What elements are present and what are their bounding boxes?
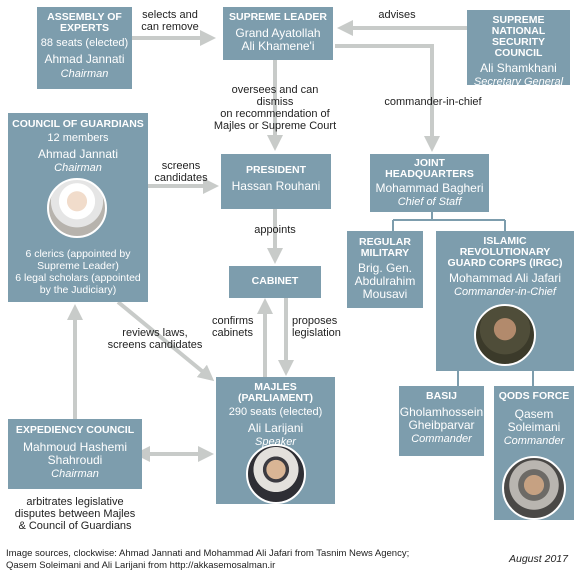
expediency-chairman-name: Mahmoud Hashemi Shahroudi (22, 440, 128, 467)
label-screens: screens candidates (154, 160, 208, 184)
expediency-council-box: EXPEDIENCY COUNCIL Mahmoud Hashemi Shahr… (8, 419, 142, 489)
military-commander-name: Brig. Gen. Abdulrahim Mousavi (354, 261, 416, 301)
expediency-role: Chairman (51, 468, 99, 480)
majles-speaker-name: Ali Larijani (247, 421, 304, 435)
assembly-chairman-name: Ahmad Jannati (44, 52, 125, 66)
arrow-commander (335, 44, 440, 152)
ahmad-jannati-photo (47, 178, 107, 238)
qods-commander-name: Qasem Soleimani (507, 407, 561, 434)
label-proposes: proposes legislation (292, 315, 341, 339)
label-arbitrates: arbitrates legislative disputes between … (14, 496, 136, 532)
jhq-name: Mohammad Bagheri (375, 181, 484, 195)
regular-military-box: REGULAR MILITARY Brig. Gen. Abdulrahim M… (347, 231, 423, 308)
label-selects: selects and can remove (141, 9, 199, 33)
expediency-header: EXPEDIENCY COUNCIL (15, 424, 135, 436)
leader-name: Grand Ayatollah Ali Khamene'i (235, 26, 321, 53)
council-secretary-name: Ali Shamkhani (480, 61, 557, 75)
security-council-box: SUPREME NATIONAL SECURITY COUNCIL Ali Sh… (467, 10, 570, 88)
basij-box: BASIJ Gholamhossein Gheibparvar Commande… (399, 386, 484, 456)
assembly-role: Chairman (60, 68, 109, 80)
label-confirms: confirms cabinets (212, 315, 254, 339)
guardians-composition: 6 clerics (appointed by Supreme Leader) … (15, 248, 141, 296)
council-role: Secretary General (473, 76, 564, 88)
basij-commander-name: Gholamhossein Gheibparvar (399, 405, 484, 432)
president-name: Hassan Rouhani (231, 179, 321, 193)
label-appoints: appoints (254, 224, 296, 236)
president-header: PRESIDENT (245, 164, 307, 176)
mohammad-ali-jafari-photo (474, 304, 536, 366)
guardians-header: COUNCIL OF GUARDIANS (12, 118, 144, 130)
qods-header: QODS FORCE (498, 390, 570, 402)
council-header: SUPREME NATIONAL SECURITY COUNCIL (491, 14, 546, 59)
publication-date: August 2017 (509, 553, 568, 565)
image-sources-note: Image sources, clockwise: Ahmad Jannati … (6, 548, 410, 571)
cabinet-header: CABINET (251, 275, 299, 287)
irgc-commander-name: Mohammad Ali Jafari (448, 271, 562, 285)
guardians-role: Chairman (54, 162, 102, 174)
arrow-reviews (116, 300, 215, 382)
qasem-soleimani-photo (502, 456, 566, 520)
leader-header: SUPREME LEADER (228, 11, 327, 23)
irgc-role: Commander-in-Chief (454, 286, 556, 298)
military-header: REGULAR MILITARY (359, 236, 411, 259)
assembly-of-experts-box: ASSEMBLY OF EXPERTS 88 seats (elected) A… (37, 7, 132, 89)
jhq-role: Chief of Staff (397, 196, 462, 208)
joint-headquarters-box: JOINT HEADQUARTERS Mohammad Bagheri Chie… (370, 154, 489, 212)
basij-header: BASIJ (426, 390, 457, 402)
council-of-guardians-box: COUNCIL OF GUARDIANS 12 members Ahmad Ja… (8, 113, 148, 302)
guardians-chairman-name: Ahmad Jannati (37, 147, 119, 161)
label-commander: commander-in-chief (384, 96, 482, 108)
basij-role: Commander (411, 433, 472, 445)
qods-role: Commander (503, 435, 565, 447)
president-box: PRESIDENT Hassan Rouhani (221, 154, 331, 209)
majles-header: MAJLES (PARLIAMENT) (237, 381, 314, 404)
label-oversees: oversees and can dismiss on recommendati… (213, 84, 337, 132)
guardians-members: 12 members (47, 132, 109, 144)
supreme-leader-box: SUPREME LEADER Grand Ayatollah Ali Khame… (223, 7, 333, 60)
ali-larijani-photo (246, 444, 306, 504)
majles-seats: 290 seats (elected) (228, 406, 323, 418)
assembly-seats: 88 seats (elected) (40, 37, 129, 49)
jhq-header: JOINT HEADQUARTERS (385, 157, 474, 180)
assembly-header: ASSEMBLY OF EXPERTS (47, 11, 122, 34)
label-reviews: reviews laws, screens candidates (107, 327, 203, 351)
irgc-header: ISLAMIC REVOLUTIONARY GUARD CORPS (IRGC) (447, 235, 563, 269)
label-advises: advises (378, 9, 416, 21)
cabinet-box: CABINET (229, 266, 321, 298)
